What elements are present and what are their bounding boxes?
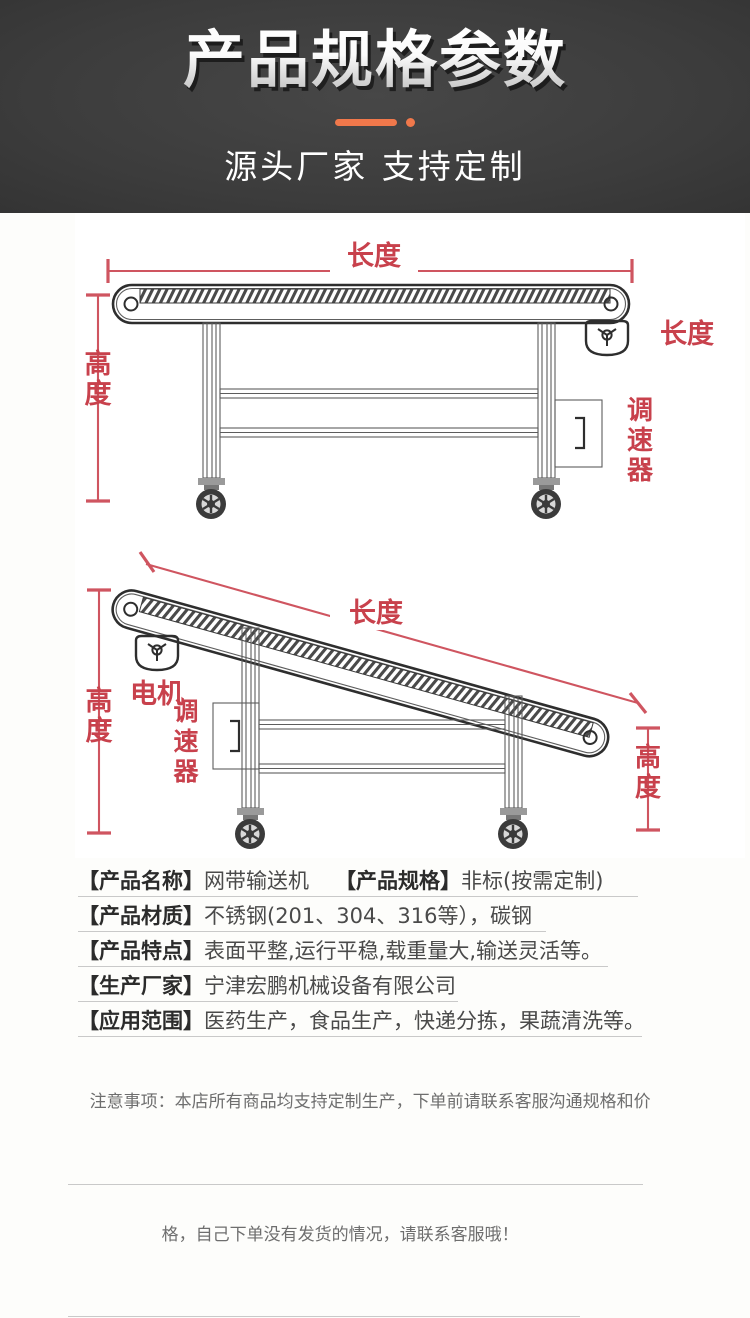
height-right-label-2: 度 <box>635 772 661 803</box>
governor-label-3: 器 <box>626 456 654 486</box>
motor-label: 电机 <box>130 679 184 710</box>
page-banner: 产品规格参数 源头厂家 支持定制 <box>0 0 750 213</box>
governor-label-1: 调 <box>627 396 653 426</box>
note-line-1-text: 注意事项：本店所有商品均支持定制生产，下单前请联系客服沟通规格和价 <box>89 1092 651 1113</box>
governor-2-label-3: 器 <box>172 757 199 786</box>
divider-bar <box>335 119 397 126</box>
conveyor-belt-body <box>111 283 631 325</box>
height-dimension-right-2: 高 度 <box>635 726 661 832</box>
spec-value: 表面平整,运行平稳,载重量大,输送灵活等。 <box>204 938 603 963</box>
frame-crossbars <box>219 388 539 438</box>
note-line-2-text: 格，自己下单没有发货的情况，请联系客服哦！ <box>161 1224 519 1245</box>
note-rule-1 <box>68 1183 643 1185</box>
caster-wheel-left-2 <box>235 808 265 849</box>
length-dimension-slope: 长度 <box>138 551 648 714</box>
spec-table: 【产品名称】网带输送机 【产品规格】非标(按需定制) 【产品材质】不锈钢(201、… <box>0 862 750 1037</box>
governor-box <box>554 399 603 468</box>
note-line-1: 注意事项：本店所有商品均支持定制生产，下单前请联系客服沟通规格和价 <box>0 1053 750 1186</box>
conveyor-legs <box>202 322 556 479</box>
page-title: 产品规格参数 <box>0 25 750 94</box>
height-right-label-1: 高 <box>635 742 661 773</box>
motor-icon <box>584 319 630 357</box>
length-dimension-top: 长度 <box>106 240 634 283</box>
caster-wheel-right <box>531 478 561 519</box>
length-right-label: 长度 <box>660 318 714 350</box>
governor-box-2 <box>212 702 260 770</box>
row-rule <box>78 1036 642 1037</box>
title-divider <box>0 118 750 127</box>
height-left-2-label-2: 度 <box>86 715 113 747</box>
height-dimension-left: 高 度 <box>85 293 112 503</box>
row-rule <box>78 896 638 897</box>
table-row: 【应用范围】医药生产，食品生产，快递分拣，果蔬清洗等。 <box>0 1002 750 1037</box>
spec-key: 【应用范围】 <box>78 1008 204 1033</box>
diagram-panel: 长度 高 度 长度 <box>0 213 750 858</box>
height-left-label-1: 高 <box>85 348 112 380</box>
caster-wheel-right-2 <box>498 808 528 849</box>
inclined-conveyor-diagram: 长度 高 度 高 度 <box>86 551 661 849</box>
inclined-belt-body <box>111 589 610 758</box>
spec-key: 【生产厂家】 <box>78 973 204 998</box>
caster-wheel-left <box>196 478 226 519</box>
banner-subtitle: 源头厂家 支持定制 <box>224 147 526 186</box>
table-row: 【产品材质】不锈钢(201、304、316等），碳钢 <box>0 897 750 932</box>
spec-key: 【产品特点】 <box>78 938 204 963</box>
height-left-2-label-1: 高 <box>86 685 113 717</box>
note-rule-2 <box>68 1316 580 1318</box>
spec-key: 【产品材质】 <box>78 903 204 928</box>
spec-key: 【产品名称】 <box>78 868 204 893</box>
horizontal-conveyor-diagram: 长度 高 度 长度 <box>85 240 714 519</box>
footer-note: 注意事项：本店所有商品均支持定制生产，下单前请联系客服沟通规格和价 格，自己下单… <box>0 1053 750 1318</box>
height-dimension-left-2: 高 度 <box>86 588 113 835</box>
table-row: 【生产厂家】宁津宏鹏机械设备有限公司 <box>0 967 750 1002</box>
note-line-2: 格，自己下单没有发货的情况，请联系客服哦！ <box>0 1186 750 1318</box>
governor-label-2: 速 <box>627 426 653 456</box>
motor-icon-2 <box>134 634 180 672</box>
divider-dot <box>406 118 415 127</box>
spec-value-2: 非标(按需定制) <box>461 868 604 893</box>
spec-value: 宁津宏鹏机械设备有限公司 <box>204 973 456 998</box>
length-top-label: 长度 <box>347 240 401 272</box>
spec-value: 网带输送机 <box>204 868 309 893</box>
spec-key-2: 【产品规格】 <box>335 868 461 893</box>
governor-2-label-1: 调 <box>173 697 198 726</box>
frame-crossbars-2 <box>258 719 506 774</box>
row-rule <box>78 966 608 967</box>
row-rule <box>78 1001 458 1002</box>
row-rule <box>78 931 546 932</box>
spec-value: 不锈钢(201、304、316等），碳钢 <box>204 903 532 928</box>
spec-value: 医药生产，食品生产，快递分拣，果蔬清洗等。 <box>204 1008 645 1033</box>
table-row: 【产品名称】网带输送机 【产品规格】非标(按需定制) <box>0 862 750 897</box>
governor-2-label-2: 速 <box>173 727 198 756</box>
inclined-legs <box>241 627 523 809</box>
height-left-label-2: 度 <box>85 378 112 410</box>
length-slope-label: 长度 <box>349 597 403 629</box>
table-row: 【产品特点】表面平整,运行平稳,载重量大,输送灵活等。 <box>0 932 750 967</box>
